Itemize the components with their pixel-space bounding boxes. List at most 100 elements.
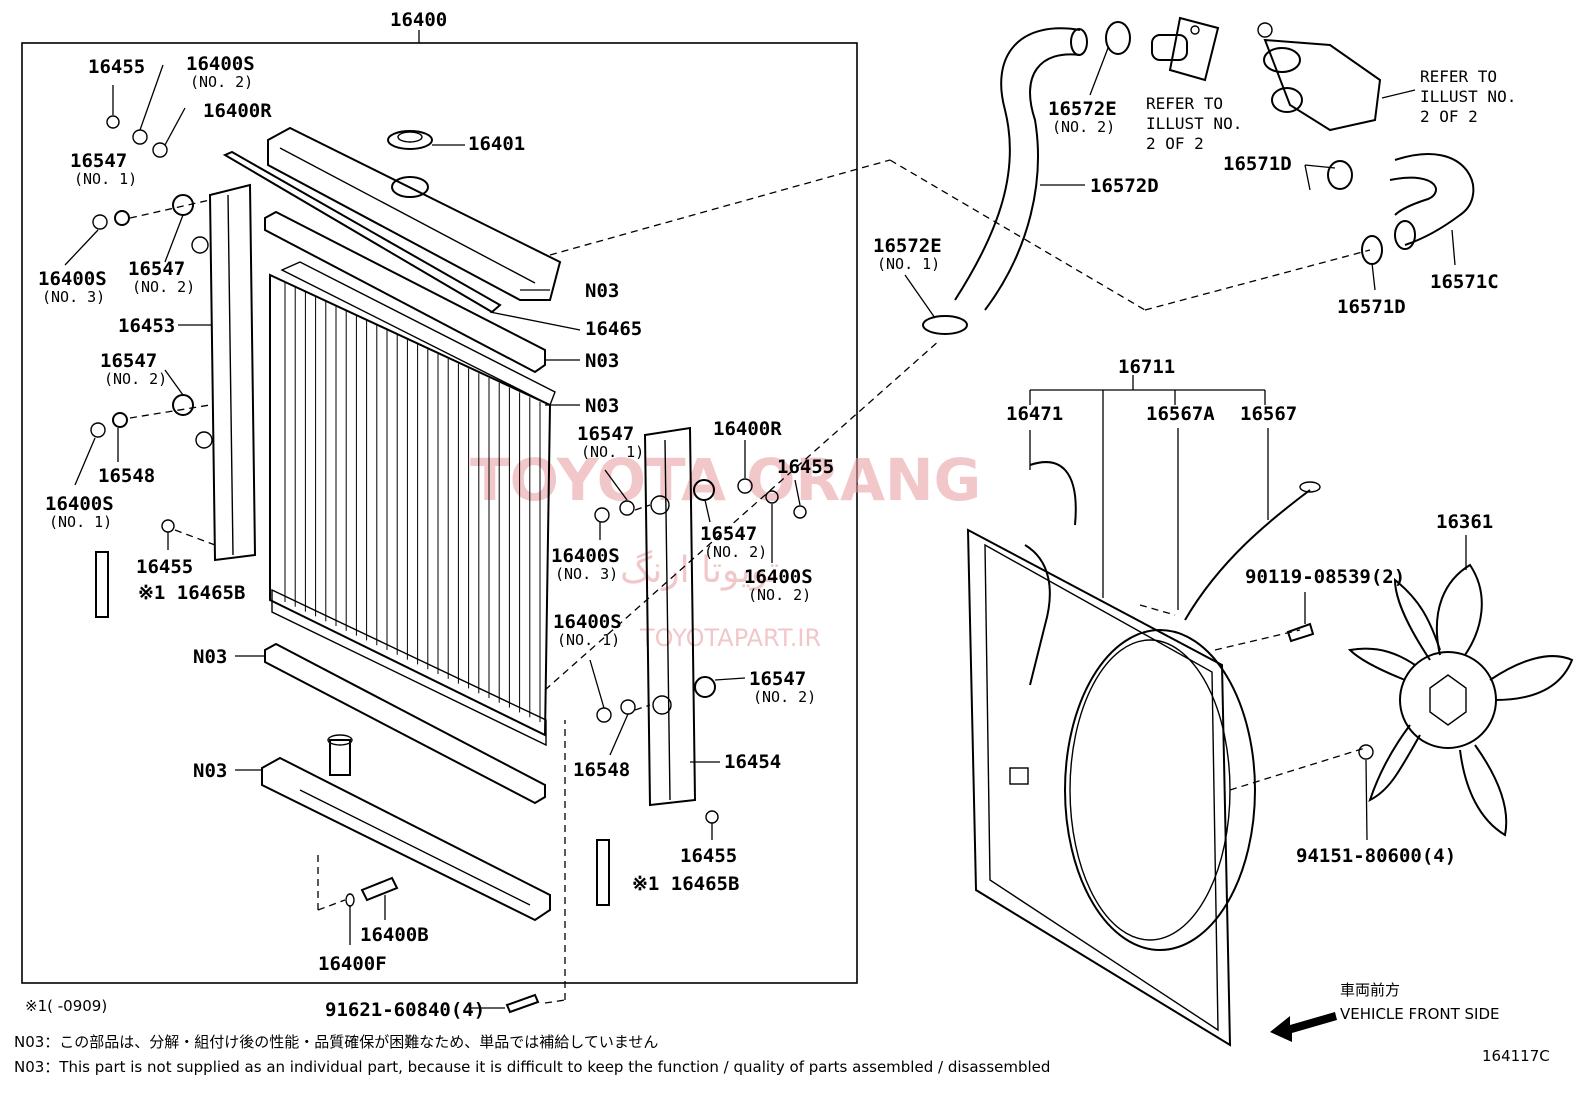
front-label-jp: 車両前方: [1340, 981, 1400, 999]
radiator-cap-drawing: [387, 130, 433, 150]
callout-sub: (NO. 2): [704, 543, 767, 561]
callout-sub: (NO. 1): [877, 255, 940, 273]
callout-1-16465b: ※1 16465B: [138, 582, 245, 604]
callout-sub: (NO. 3): [555, 565, 618, 583]
callout-16400r: 16400R: [203, 100, 272, 122]
vehicle-front-indicator: 車両前方 VEHICLE FRONT SIDE: [1270, 981, 1500, 1042]
callout-94151-80600-4: 94151-80600(4): [1296, 845, 1456, 867]
refer-inlet-line-2: ILLUST NO.: [1420, 87, 1516, 106]
callout-16572e: 16572E: [873, 235, 942, 257]
callout-16361: 16361: [1436, 511, 1493, 533]
callout-90119-08539-2: 90119-08539(2): [1245, 566, 1405, 588]
lower-hose-drawing: [1327, 153, 1475, 265]
callout-1-16465b: ※1 16465B: [632, 873, 739, 895]
callout-16572e: 16572E: [1048, 98, 1117, 120]
water-inlet-drawing: [1257, 22, 1382, 132]
note-n03-jp: N03：この部品は、分解・組付け後の性能・品質確保が困難なため、単品では補給して…: [14, 1033, 658, 1051]
callout-16400s: 16400S: [45, 493, 114, 515]
callout-16571c: 16571C: [1430, 271, 1499, 293]
callout-16571d: 16571D: [1223, 153, 1292, 175]
callout-16400s: 16400S: [38, 268, 107, 290]
front-arrow-icon: [1270, 1012, 1337, 1042]
leader-lines: [64, 47, 1456, 1009]
refer-note-outlet: REFER TO ILLUST NO. 2 OF 2: [1146, 94, 1242, 153]
callout-sub: (NO. 2): [132, 278, 195, 296]
callout-n03: N03: [585, 350, 619, 372]
upper-hose-drawing: [922, 21, 1131, 335]
callout-n03: N03: [585, 280, 619, 302]
refer-note-inlet: REFER TO ILLUST NO. 2 OF 2: [1420, 67, 1516, 126]
callout-16465: 16465: [585, 318, 642, 340]
front-label-en: VEHICLE FRONT SIDE: [1340, 1005, 1500, 1023]
callout-16400r: 16400R: [713, 418, 782, 440]
refer-outlet-line-2: ILLUST NO.: [1146, 114, 1242, 133]
note-n03-en: N03：This part is not supplied as an indi…: [14, 1058, 1050, 1076]
assembly-label: 16400: [390, 9, 447, 31]
callout-16567: 16567: [1240, 403, 1297, 425]
water-outlet-drawing: [1151, 16, 1220, 82]
assembly-frame: [21, 42, 858, 984]
callout-91621-60840-4: 91621-60840(4): [325, 999, 485, 1021]
callout-16455: 16455: [680, 845, 737, 867]
callout-16547: 16547: [700, 523, 757, 545]
callout-16401: 16401: [468, 133, 525, 155]
guide-lines: [129, 159, 1371, 1004]
callout-16571d: 16571D: [1337, 296, 1406, 318]
callout-16400s: 16400S: [186, 53, 255, 75]
right-support-16454-drawing: [643, 426, 697, 807]
footnote-date-range: ※1( -0909): [25, 997, 107, 1015]
refer-outlet-line-3: 2 OF 2: [1146, 134, 1204, 153]
callout-16547: 16547: [749, 668, 806, 690]
watermark-site: TOYOTAPART.IR: [639, 624, 821, 652]
fan-shroud-drawing: [966, 461, 1321, 1047]
callout-16455: 16455: [136, 556, 193, 578]
callout-16547: 16547: [128, 258, 185, 280]
callout-16711: 16711: [1118, 356, 1175, 378]
lower-tank-drawing: [261, 734, 551, 922]
callout-16548: 16548: [98, 465, 155, 487]
left-support-16453-drawing: [191, 183, 257, 562]
gasket-lower-n03: [264, 642, 546, 805]
callout-16400s: 16400S: [744, 566, 813, 588]
callout-sub: (NO. 1): [557, 631, 620, 649]
callout-sub: (NO. 2): [104, 370, 167, 388]
callout-n03: N03: [193, 760, 227, 782]
drawing-id: 164117C: [1482, 1047, 1550, 1065]
callout-16454: 16454: [724, 751, 781, 773]
gasket-upper-n03: [264, 210, 546, 374]
callout-16572d: 16572D: [1090, 175, 1159, 197]
callout-n03: N03: [193, 646, 227, 668]
callout-16455: 16455: [88, 56, 145, 78]
callout-16547: 16547: [70, 150, 127, 172]
callout-16453: 16453: [118, 315, 175, 337]
callout-sub: (NO. 1): [49, 513, 112, 531]
callout-16547: 16547: [577, 423, 634, 445]
callout-sub: (NO. 1): [74, 170, 137, 188]
callout-16547: 16547: [100, 350, 157, 372]
callout-16548: 16548: [573, 759, 630, 781]
callout-16400s: 16400S: [553, 611, 622, 633]
callout-16567a: 16567A: [1146, 403, 1215, 425]
cooling-fan-drawing: [1286, 563, 1574, 837]
gasket-top-strip: [222, 150, 502, 314]
callout-n03: N03: [585, 395, 619, 417]
callout-16400b: 16400B: [360, 924, 429, 946]
refer-inlet-line-3: 2 OF 2: [1420, 107, 1478, 126]
group-bracket-16711: [1029, 375, 1467, 610]
callout-sub: (NO. 3): [42, 288, 105, 306]
callout-16400f: 16400F: [318, 953, 387, 975]
drain-plug-drawing: [345, 876, 399, 907]
callout-16400s: 16400S: [551, 545, 620, 567]
radiator-core-drawing: [269, 261, 556, 747]
callout-sub: (NO. 1): [581, 443, 644, 461]
callout-16455: 16455: [777, 456, 834, 478]
callout-16471: 16471: [1006, 403, 1063, 425]
upper-tank-drawing: [267, 126, 562, 301]
refer-inlet-line-1: REFER TO: [1420, 67, 1497, 86]
callout-sub: (NO. 2): [748, 586, 811, 604]
watermark-brand: TOYOTA ORANG: [470, 446, 981, 514]
callout-sub: (NO. 2): [753, 688, 816, 706]
callout-sub: (NO. 2): [1052, 118, 1115, 136]
